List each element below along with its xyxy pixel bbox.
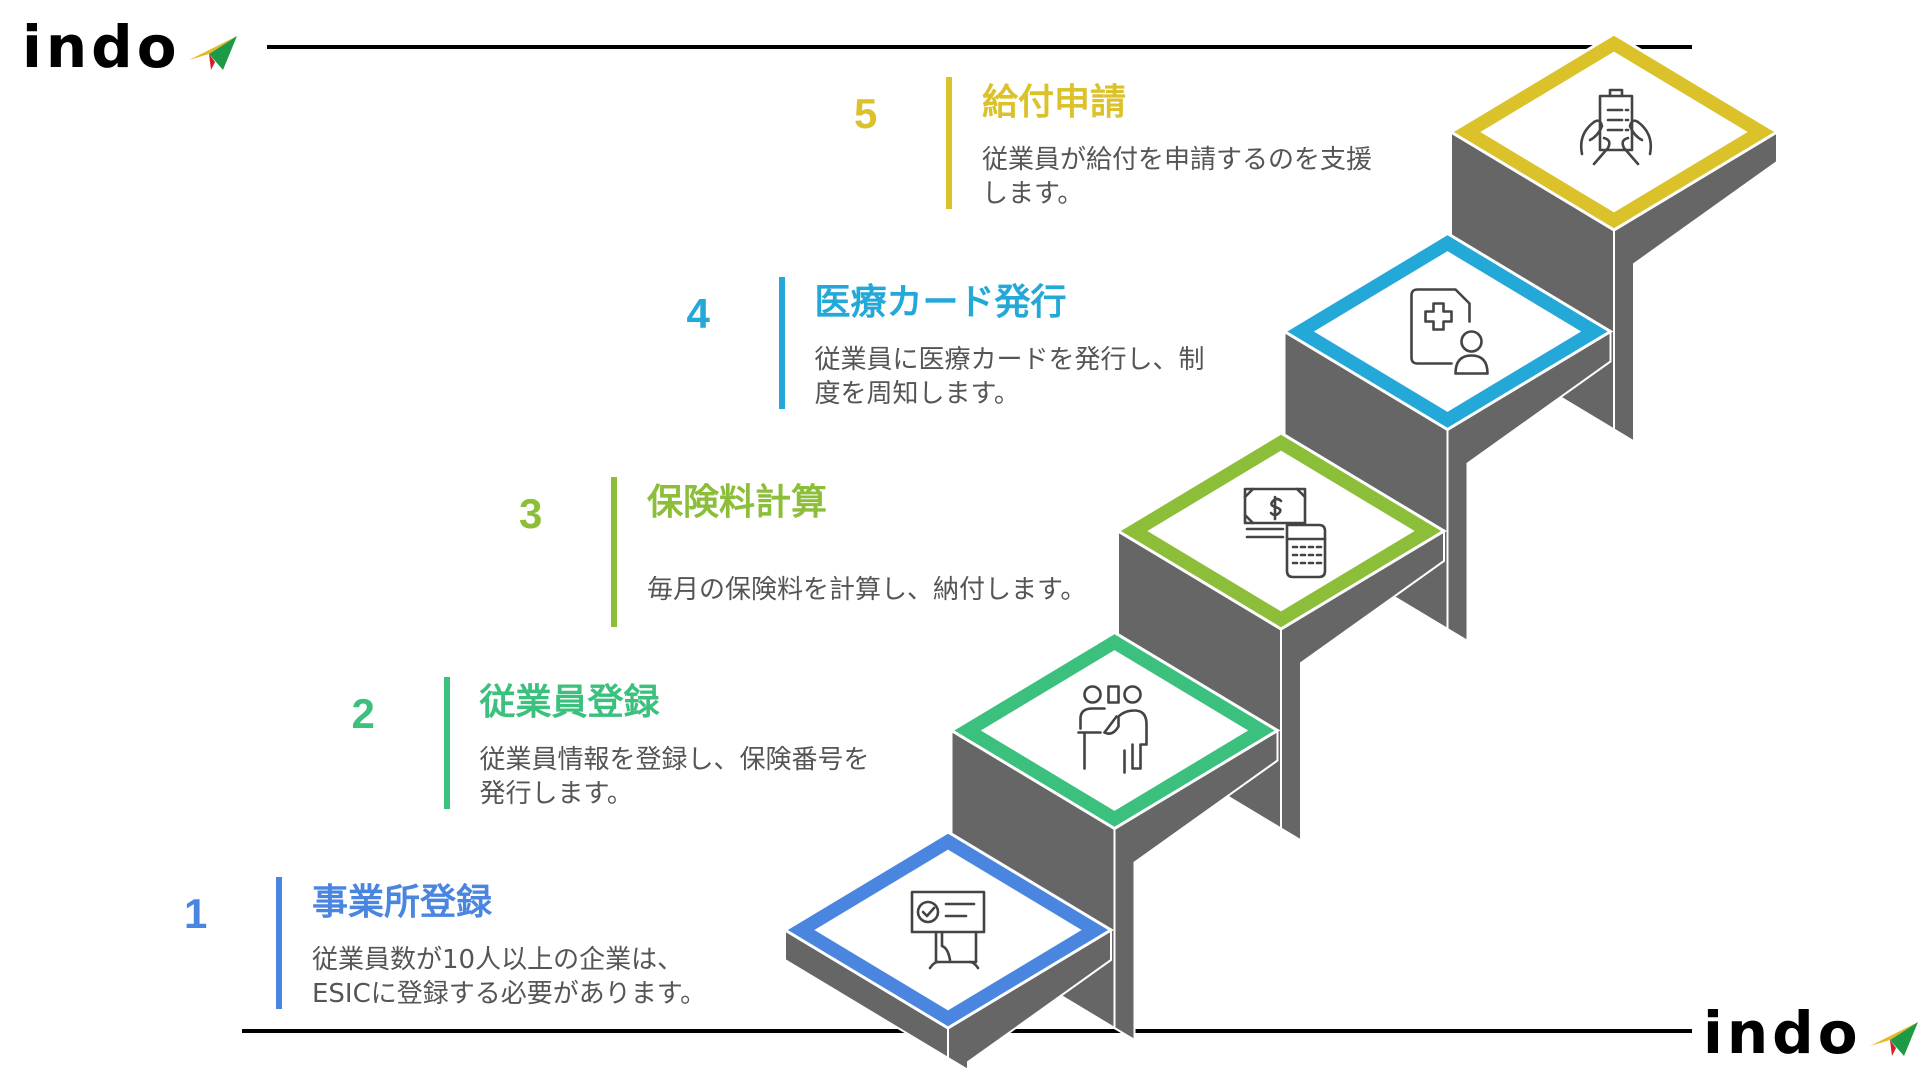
- logo-bottom-right: indo: [1703, 1004, 1920, 1062]
- step-top-inner: [1147, 450, 1415, 612]
- icon-stroke: [940, 930, 952, 962]
- icon-stroke: [1424, 302, 1453, 331]
- icon-stroke: [1245, 527, 1285, 539]
- icon-stroke: [1123, 685, 1142, 704]
- step-description-line: ESICに登録する必要があります。: [312, 979, 707, 1009]
- step-description-line: 毎月の保険料を計算し、納付します。: [647, 575, 1087, 605]
- step-accent-bar: [778, 277, 785, 409]
- icon-stroke: [1285, 523, 1327, 579]
- step-description: 従業員に医療カードを発行し、制度を周知します。: [815, 343, 1285, 411]
- medical-card-user-icon: [1410, 288, 1489, 375]
- icon-stroke: [934, 930, 978, 964]
- icon-stroke: [921, 906, 936, 918]
- icon-stroke: [1291, 545, 1323, 565]
- step-accent-bar: [443, 677, 450, 809]
- step-top-inner: [1480, 51, 1748, 213]
- logo-text: indo: [22, 13, 181, 81]
- hands-holding-form-icon: [1579, 88, 1653, 166]
- step-number: 2: [351, 690, 375, 737]
- paper-plane-icon: [188, 36, 237, 70]
- step-top-inner: [1313, 251, 1582, 412]
- icon-stroke: [1243, 487, 1307, 525]
- step-accent-bar: [276, 877, 282, 1009]
- step-description: 従業員が給付を申請するのを支援します。: [982, 143, 1452, 211]
- icon-stroke: [1243, 487, 1307, 525]
- icon-stroke: [1103, 709, 1148, 774]
- icon-stroke: [1269, 495, 1283, 521]
- icon-stroke: [1460, 330, 1483, 353]
- top-rule: [267, 45, 1692, 49]
- step-number: 4: [686, 290, 710, 337]
- icon-stroke: [1103, 715, 1118, 734]
- step-1: [782, 830, 1114, 1072]
- icon-stroke: [1079, 707, 1106, 730]
- icon-stroke: [1621, 119, 1653, 166]
- step-title: 事業所登録: [312, 882, 493, 923]
- logo-top-left: indo: [22, 18, 239, 76]
- step-description-line: 従業員が給付を申請するのを支援: [982, 145, 1373, 175]
- money-calculator-icon: [1243, 487, 1327, 579]
- step-description-line: 発行します。: [479, 779, 633, 809]
- step-description-line: 従業員数が10人以上の企業は、: [312, 945, 684, 975]
- step-title: 従業員登録: [479, 682, 660, 723]
- icon-stroke: [916, 900, 940, 924]
- paper-plane-icon: [1869, 1022, 1918, 1056]
- step-description-line: 従業員情報を登録し、保険番号を: [479, 745, 870, 775]
- icon-stroke: [1077, 731, 1102, 770]
- step-description-line: 従業員に医療カードを発行し、制: [814, 345, 1205, 375]
- icon-stroke: [910, 890, 986, 934]
- checklist-sign-icon: [910, 890, 986, 970]
- icon-stroke: [928, 960, 980, 970]
- icon-stroke: [1083, 685, 1102, 704]
- icon-stroke: [1608, 88, 1624, 98]
- step-accent-bar: [946, 77, 952, 209]
- step-description-line: 度を周知します。: [814, 379, 1020, 409]
- logo-text: indo: [1703, 999, 1862, 1067]
- step-description: 従業員数が10人以上の企業は、 ESICに登録する必要があります。: [312, 943, 782, 1011]
- icon-stroke: [1454, 354, 1489, 375]
- step-title: 保険料計算: [647, 482, 828, 523]
- icon-stroke: [1606, 108, 1630, 132]
- icon-stroke: [1107, 685, 1120, 704]
- presenter-registration-icon: [1077, 685, 1148, 774]
- step-top-inner: [814, 849, 1082, 1011]
- step-number: 3: [519, 490, 543, 537]
- step-description: 毎月の保険料を計算し、納付します。: [647, 573, 1117, 607]
- step-title: 医療カード発行: [814, 282, 1067, 323]
- icon-stroke: [1410, 288, 1471, 365]
- icon-stroke: [1579, 119, 1611, 166]
- step-description: 従業員情報を登録し、保険番号を発行します。: [480, 743, 950, 811]
- step-accent-bar: [611, 477, 617, 627]
- step-number: 5: [854, 90, 878, 137]
- step-description-line: します。: [982, 179, 1084, 209]
- step-number: 1: [184, 890, 208, 937]
- step-title: 給付申請: [982, 82, 1127, 123]
